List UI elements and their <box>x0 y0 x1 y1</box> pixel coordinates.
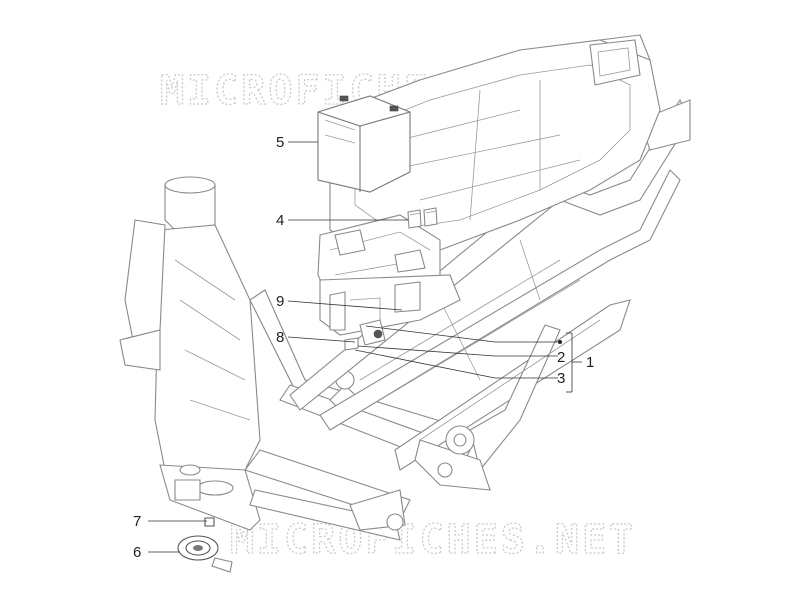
callout-4: 4 <box>276 212 284 229</box>
callout-1: 1 <box>586 354 594 371</box>
relay-pair <box>407 207 438 229</box>
leader-lines <box>148 141 582 553</box>
callout-5: 5 <box>276 134 284 151</box>
battery <box>317 95 411 193</box>
horn-assembly <box>177 517 233 573</box>
fuse-bracket <box>319 274 461 336</box>
callout-8: 8 <box>276 329 284 346</box>
watermark-bottom: MICROFICHES.NET <box>230 517 636 563</box>
callout-7: 7 <box>133 513 141 530</box>
helmet-storage-tub <box>329 39 661 256</box>
callout-2: 2 <box>557 349 565 366</box>
callout-3: 3 <box>557 370 565 387</box>
callout-9: 9 <box>276 293 284 310</box>
callout-6: 6 <box>133 544 141 561</box>
scooter-frame <box>119 34 691 541</box>
